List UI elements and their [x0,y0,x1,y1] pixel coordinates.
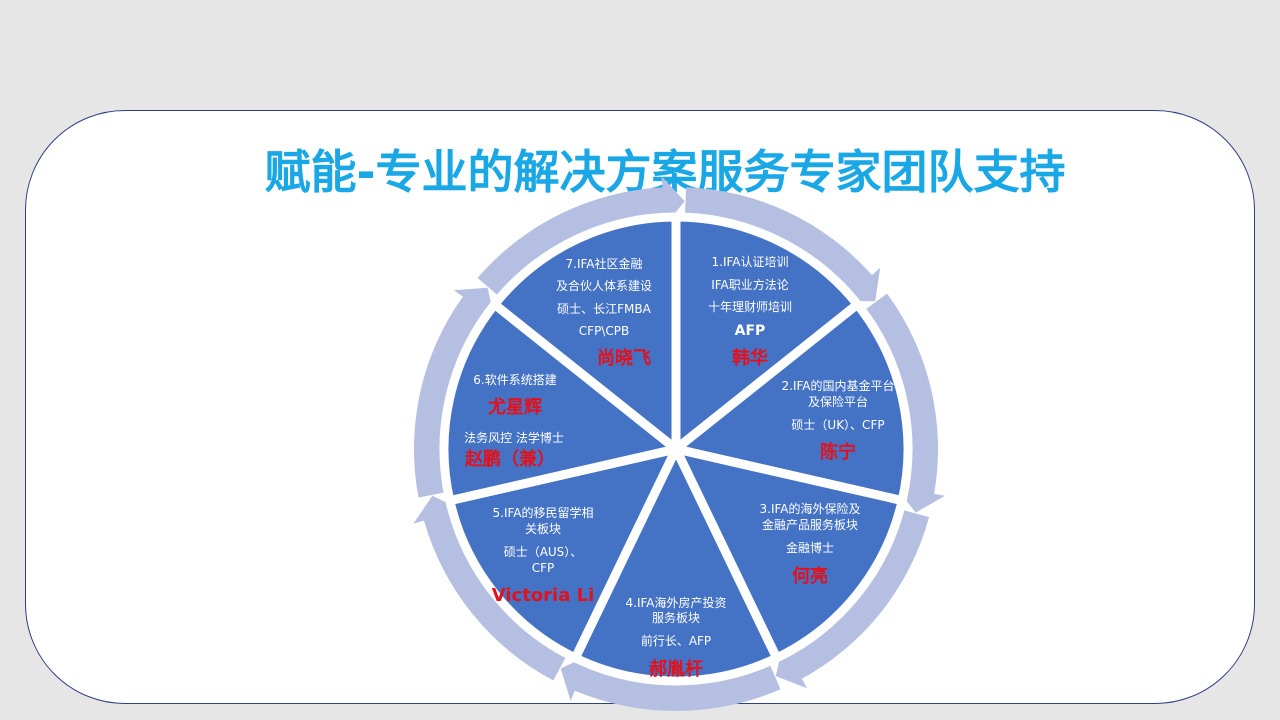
seg1-line2: IFA职业方法论 [711,277,789,292]
seg3-line1: 3.IFA的海外保险及 [760,501,861,516]
seg1-emph: AFP [735,323,766,339]
segment-3-text: 3.IFA的海外保险及 金融产品服务板块 金融博士 何亮 [760,501,861,587]
seg7-line2: 及合伙人体系建设 [556,278,652,293]
seg3-name: 何亮 [792,565,828,587]
seg3-line3: 金融博士 [786,540,834,555]
seg1-line1: 1.IFA认证培训 [712,254,789,269]
segment-group [439,212,913,686]
seg4-name: 郝胤杆 [649,658,703,680]
seg7-line1: 7.IFA社区金融 [566,256,643,271]
segment-6-text: 6.软件系统搭建 尤星辉 法务风控 法学博士 赵鹏（兼） [464,373,564,470]
segment-4 [570,444,782,686]
seg2-line2: 及保险平台 [808,394,868,409]
cycle-arrow-3 [775,509,929,689]
seg5-line2: 关板块 [525,522,561,536]
seg7-line3: 硕士、长江FMBA [557,302,651,316]
cycle-arrow-2 [864,293,945,513]
segment-7 [490,212,681,454]
segment-6 [439,299,681,506]
segment-1 [671,212,862,454]
seg3-line2: 金融产品服务板块 [762,517,858,532]
segment-5 [445,444,681,663]
seg5-line1: 5.IFA的移民留学相 [493,505,594,520]
segment-7-text: 7.IFA社区金融 及合伙人体系建设 硕士、长江FMBA CFP\CPB 尚晓飞 [556,256,652,369]
seg7-name: 尚晓飞 [597,347,651,369]
seg1-line3: 十年理财师培训 [708,299,792,314]
seg6-line1: 6.软件系统搭建 [473,373,556,387]
seg4-line2: 服务板块 [652,610,700,625]
seg6-name2: 赵鹏（兼） [464,448,555,470]
seg2-line3: 硕士（UK）、CFP [791,418,884,432]
seg4-line3: 前行长、AFP [641,633,711,648]
segment-3 [671,444,907,663]
seg6-name1: 尤星辉 [488,396,542,418]
segment-1-text: 1.IFA认证培训 IFA职业方法论 十年理财师培训 AFP 韩华 [708,254,792,369]
seg5-line4: CFP [532,561,555,575]
segment-2 [671,299,913,506]
seg5-line3: 硕士（AUS）、 [504,545,583,559]
segment-2-text: 2.IFA的国内基金平台 及保险平台 硕士（UK）、CFP 陈宁 [782,378,895,463]
seg1-name: 韩华 [732,347,768,369]
seg6-line2: 法务风控 法学博士 [464,430,564,445]
segment-4-text: 4.IFA海外房产投资 服务板块 前行长、AFP 郝胤杆 [626,595,727,680]
seg7-line4: CFP\CPB [579,324,629,338]
cycle-arrow-6 [413,287,495,498]
seg4-line1: 4.IFA海外房产投资 [626,595,727,610]
seg2-name: 陈宁 [820,441,856,463]
seg5-name: Victoria Li [492,585,595,606]
segment-5-text: 5.IFA的移民留学相 关板块 硕士（AUS）、 CFP Victoria Li [492,505,595,606]
cycle-arrow-4 [560,654,781,711]
cycle-arrow-5 [413,495,567,681]
seg2-line1: 2.IFA的国内基金平台 [782,378,895,393]
